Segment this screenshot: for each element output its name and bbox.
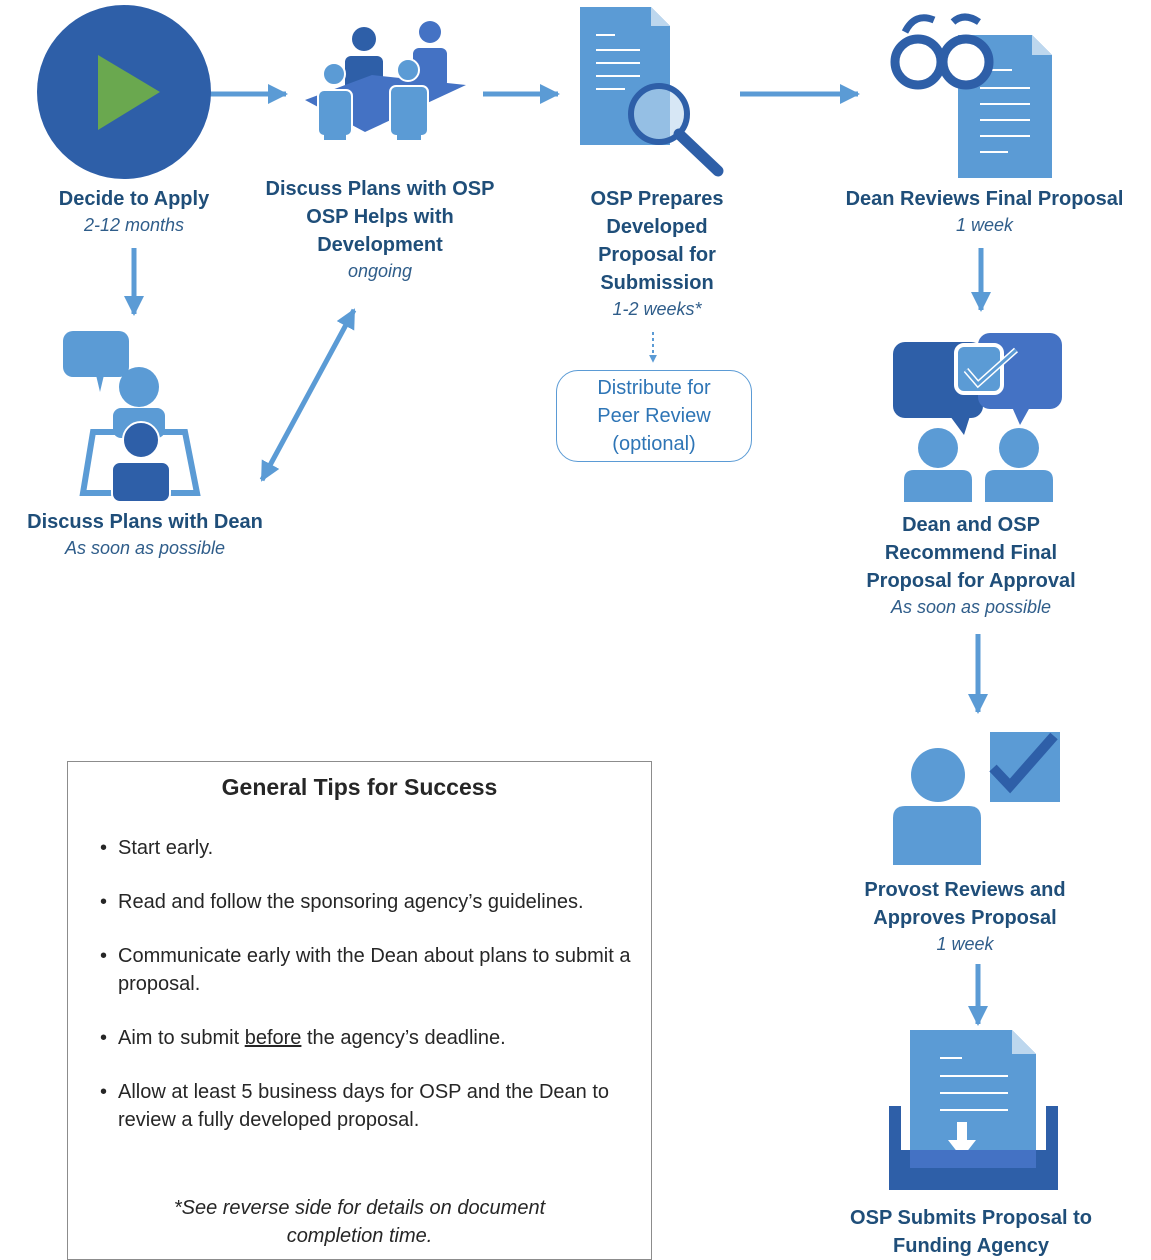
step-title: OSP Submits Proposal to — [850, 1207, 1092, 1229]
tip-text-underlined: before — [244, 1027, 302, 1049]
step-title: Decide to Apply — [58, 188, 210, 210]
meeting-icon — [63, 331, 201, 503]
step-title: Dean and OSP — [902, 514, 1040, 536]
bullet-icon: • — [100, 891, 108, 913]
tip-text: Read and follow the sponsoring agency’s … — [118, 891, 584, 913]
flow-arrows — [124, 84, 991, 1026]
discussion-checkmark-icon — [893, 333, 1062, 502]
step-title: OSP Helps with — [306, 206, 454, 228]
bullet-icon: • — [100, 1081, 108, 1103]
step-title: Discuss Plans with OSP — [265, 178, 495, 200]
step-duration: As soon as possible — [890, 597, 1052, 617]
step-duration: 1 week — [936, 934, 994, 954]
bullet-icon: • — [100, 837, 108, 859]
tip-text-after: the agency’s deadline. — [301, 1027, 506, 1049]
step-title: Developed — [606, 216, 708, 238]
tips-panel: General Tips for Success • Start early. … — [67, 761, 652, 1260]
bullet-icon: • — [100, 945, 108, 967]
tip-item: • Read and follow the sponsoring agency’… — [68, 888, 651, 916]
step-title: Funding Agency — [893, 1235, 1049, 1257]
step-dean-plans-label: Discuss Plans with Dean As soon as possi… — [0, 508, 290, 560]
step-title: Approves Proposal — [873, 907, 1057, 929]
tips-list: • Start early. • Read and follow the spo… — [68, 834, 651, 1160]
step-title: Development — [317, 234, 443, 256]
step-decide-label: Decide to Apply 2-12 months — [14, 185, 254, 237]
tips-title: General Tips for Success — [221, 774, 498, 800]
tip-item: • Start early. — [68, 834, 651, 862]
arrow-osp-dean-bidirectional — [259, 308, 357, 482]
tip-item: • Aim to submit before the agency’s dead… — [68, 1024, 651, 1052]
step-duration: ongoing — [347, 261, 413, 281]
peer-review-box: Distribute for Peer Review (optional) — [556, 370, 752, 462]
tip-text: Start early. — [118, 837, 214, 859]
step-title: Provost Reviews and — [864, 879, 1066, 901]
document-magnifier-icon — [580, 7, 724, 177]
tip-text-before: Aim to submit — [118, 1027, 245, 1049]
step-duration: 2-12 months — [83, 215, 185, 235]
tips-note-line: *See reverse side for details on documen… — [173, 1197, 546, 1219]
step-duration: 1-2 weeks* — [612, 299, 702, 319]
step-title: OSP Prepares — [590, 188, 724, 210]
step-osp-prepares-label: OSP Prepares Developed Proposal for Subm… — [552, 185, 762, 321]
step-osp-plans-label: Discuss Plans with OSP OSP Helps with De… — [245, 175, 515, 283]
step-duration: As soon as possible — [64, 538, 226, 558]
play-circle-icon — [37, 5, 211, 179]
step-title: Discuss Plans with Dean — [27, 511, 263, 533]
tip-item: • Allow at least 5 business days for OSP… — [68, 1078, 651, 1134]
step-dean-reviews-label: Dean Reviews Final Proposal 1 week — [818, 185, 1151, 237]
peer-review-line: Distribute for — [597, 377, 711, 399]
tips-note: *See reverse side for details on documen… — [108, 1194, 611, 1250]
bullet-icon: • — [100, 1027, 108, 1049]
step-title: Recommend Final — [884, 542, 1058, 564]
step-title: Dean Reviews Final Proposal — [845, 188, 1124, 210]
tips-note-line: completion time. — [286, 1225, 433, 1247]
step-title: Proposal for Approval — [866, 570, 1076, 592]
team-icon — [305, 21, 466, 140]
tip-text: Allow at least 5 business days for OSP a… — [118, 1081, 610, 1131]
tip-text: Communicate early with the Dean about pl… — [118, 945, 631, 995]
glasses-document-icon — [890, 13, 1052, 178]
step-title: Proposal for — [598, 244, 716, 266]
step-recommend-label: Dean and OSP Recommend Final Proposal fo… — [840, 511, 1102, 619]
step-title: Submission — [600, 272, 714, 294]
peer-review-line: (optional) — [612, 433, 696, 455]
tip-item: • Communicate early with the Dean about … — [68, 942, 651, 998]
inbox-document-icon — [889, 1030, 1058, 1190]
step-submit-label: OSP Submits Proposal to Funding Agency — [810, 1204, 1132, 1260]
step-duration: 1 week — [955, 215, 1014, 235]
peer-review-line: Peer Review — [597, 405, 711, 427]
person-checkbox-icon — [893, 732, 1060, 865]
step-provost-label: Provost Reviews and Approves Proposal 1 … — [838, 876, 1092, 956]
